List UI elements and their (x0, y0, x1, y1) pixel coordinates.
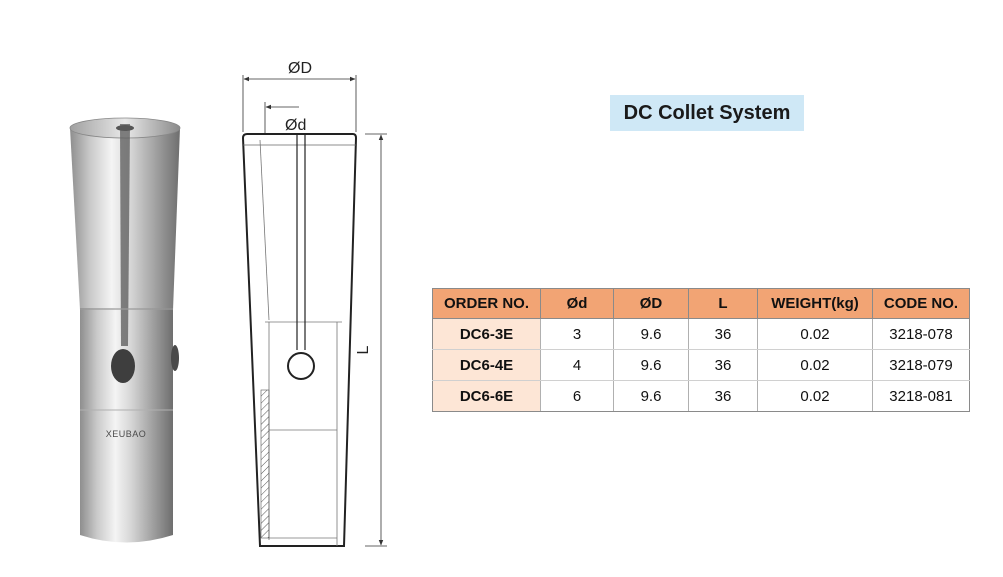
cell-order-no: DC6-3E (432, 318, 541, 350)
cell-inner-diameter: 4 (540, 349, 614, 381)
cell-order-no: DC6-4E (432, 349, 541, 381)
cell-weight: 0.02 (757, 318, 873, 350)
cell-length: 36 (688, 380, 758, 412)
length-label: L (355, 345, 372, 354)
cell-order-no: DC6-6E (432, 380, 541, 412)
header-code-no: CODE NO. (872, 288, 970, 319)
header-weight: WEIGHT(kg) (757, 288, 873, 319)
table-row: DC6-3E 3 9.6 36 0.02 3218-078 (432, 318, 970, 350)
cell-code-no: 3218-078 (872, 318, 970, 350)
cell-inner-diameter: 3 (540, 318, 614, 350)
header-outer-diameter: ØD (613, 288, 689, 319)
cell-code-no: 3218-081 (872, 380, 970, 412)
collet-cross-hole (111, 349, 135, 383)
relief-hole (287, 352, 315, 380)
cell-length: 36 (688, 349, 758, 381)
header-length: L (688, 288, 758, 319)
collet-side-hole (171, 345, 179, 371)
cell-inner-diameter: 6 (540, 380, 614, 412)
inner-diameter-label: Ød (285, 117, 306, 134)
cell-length: 36 (688, 318, 758, 350)
collet-slot (120, 124, 130, 346)
collet-lower-body (80, 308, 173, 543)
cell-outer-diameter: 9.6 (613, 380, 689, 412)
collet-photo: XEUBAO (69, 117, 181, 543)
cell-outer-diameter: 9.6 (613, 349, 689, 381)
cell-outer-diameter: 9.6 (613, 318, 689, 350)
technical-drawing: ØD Ød L (241, 60, 387, 547)
header-order-no: ORDER NO. (432, 288, 541, 319)
thread-hatching (260, 389, 270, 539)
cell-code-no: 3218-079 (872, 349, 970, 381)
collet-outline (241, 133, 358, 547)
page-title: DC Collet System (610, 95, 804, 131)
table-row: DC6-4E 4 9.6 36 0.02 3218-079 (432, 349, 970, 381)
table-row: DC6-6E 6 9.6 36 0.02 3218-081 (432, 380, 970, 412)
cell-weight: 0.02 (757, 349, 873, 381)
collet-engraving: XEUBAO (106, 429, 147, 439)
table-header-row: ORDER NO. Ød ØD L WEIGHT(kg) CODE NO. (432, 288, 970, 319)
outer-diameter-label: ØD (288, 60, 312, 77)
spec-table: ORDER NO. Ød ØD L WEIGHT(kg) CODE NO. DC… (432, 288, 970, 412)
header-inner-diameter: Ød (540, 288, 614, 319)
cell-weight: 0.02 (757, 380, 873, 412)
